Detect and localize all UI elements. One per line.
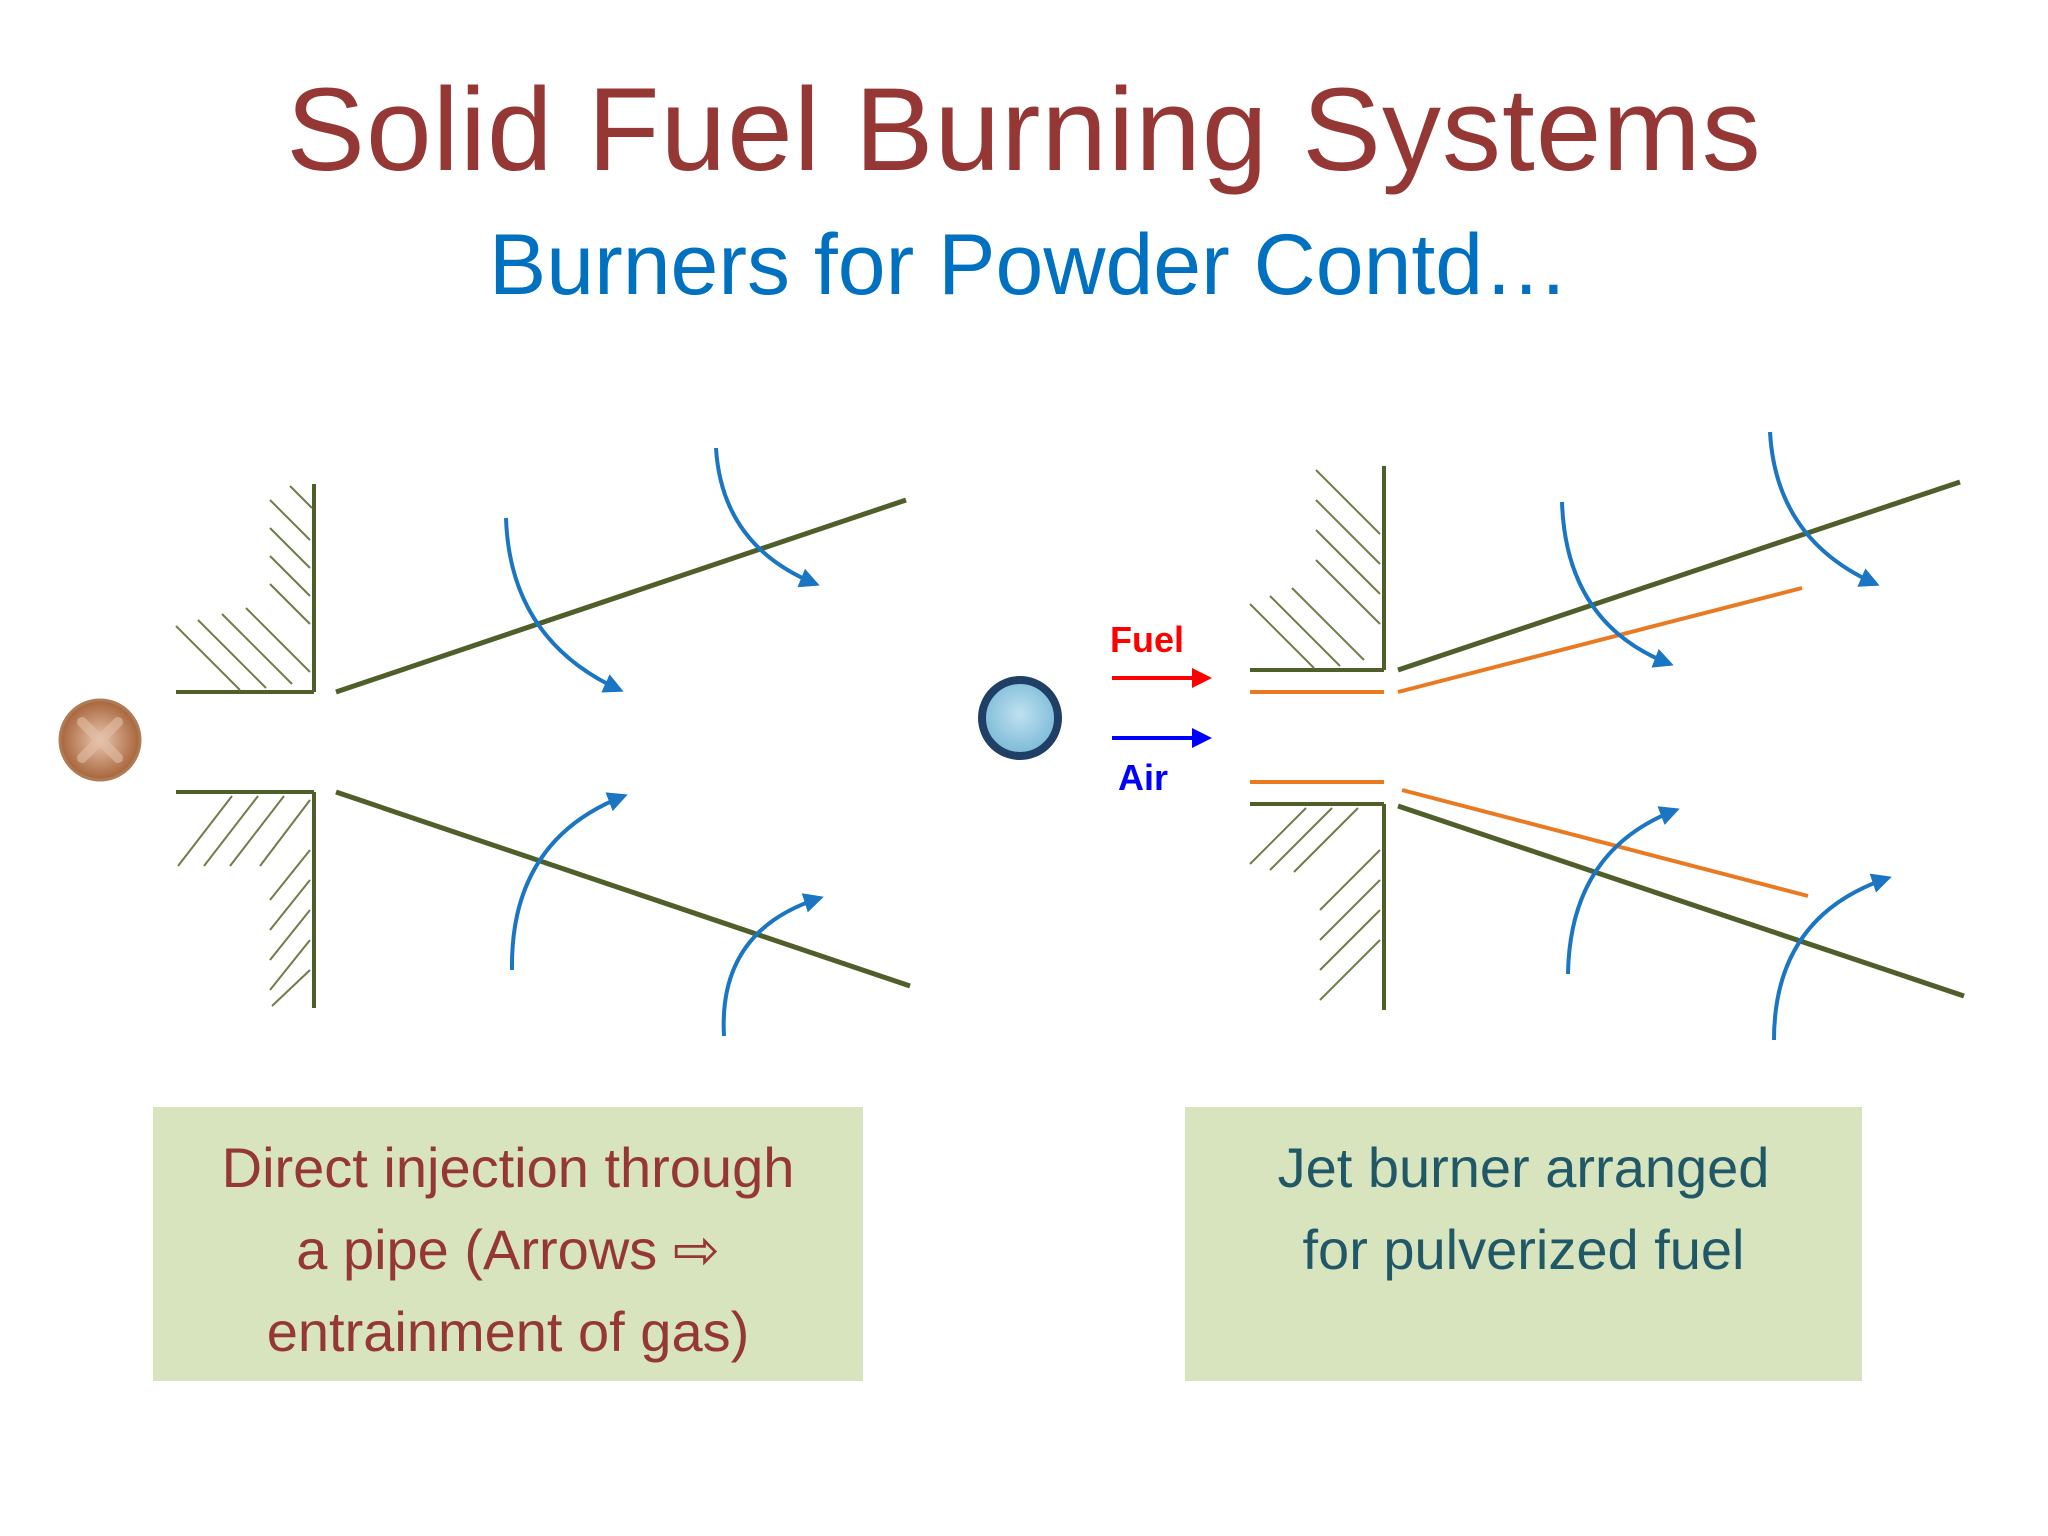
upper-jet-boundary (1397, 479, 1961, 673)
lower-jet-boundary (1397, 803, 1965, 999)
fuel-nozzle (1250, 586, 1809, 898)
upper-jet-boundary (335, 497, 907, 695)
lower-jet-boundary (335, 789, 911, 989)
caption-line: entrainment of gas) (266, 1300, 750, 1363)
lower-wall-hatching (1249, 807, 1381, 1001)
slide-title: Solid Fuel Burning Systems (286, 64, 1762, 196)
entrainment-arrows-right (1560, 431, 1892, 1041)
caption-jet-burner: Jet burner arranged for pulverized fuel (1185, 1107, 1862, 1381)
upper-wall (1250, 466, 1386, 672)
caption-line: a pipe (Arrows ⇨ (296, 1218, 720, 1281)
upper-wall-hatching (1249, 469, 1381, 669)
lower-wall (1250, 802, 1386, 1010)
entrainment-arrows-left (504, 447, 824, 1037)
caption-line: Jet burner arranged (1277, 1136, 1770, 1199)
caption-line: Direct injection through (221, 1136, 795, 1199)
upper-wall (176, 484, 316, 694)
lower-wall (176, 790, 316, 1008)
entrainment-arrow-icon (721, 893, 824, 1037)
entrainment-arrow-icon (504, 517, 624, 693)
pulverized-fuel-particle-icon (978, 676, 1062, 760)
entrainment-arrow-icon (509, 792, 628, 971)
lower-wall-hatching (177, 795, 311, 1007)
caption-direct-injection: Direct injection through a pipe (Arrows … (153, 1107, 863, 1381)
direct-injection-diagram (58, 447, 911, 1037)
entrainment-arrow-icon (1768, 431, 1880, 587)
entrainment-arrow-icon (1772, 873, 1892, 1041)
caption-line: for pulverized fuel (1302, 1218, 1745, 1281)
entrainment-arrow-icon (714, 447, 820, 588)
slide-subtitle: Burners for Powder Contd… (488, 217, 1570, 313)
upper-wall-hatching (175, 485, 313, 691)
jet-burner-diagram: Fuel Air (978, 431, 1965, 1041)
fuel-label: Fuel (1110, 619, 1184, 660)
entrainment-arrow-icon (1566, 806, 1680, 975)
entrainment-arrow-icon (1560, 501, 1674, 668)
air-label: Air (1118, 757, 1168, 798)
